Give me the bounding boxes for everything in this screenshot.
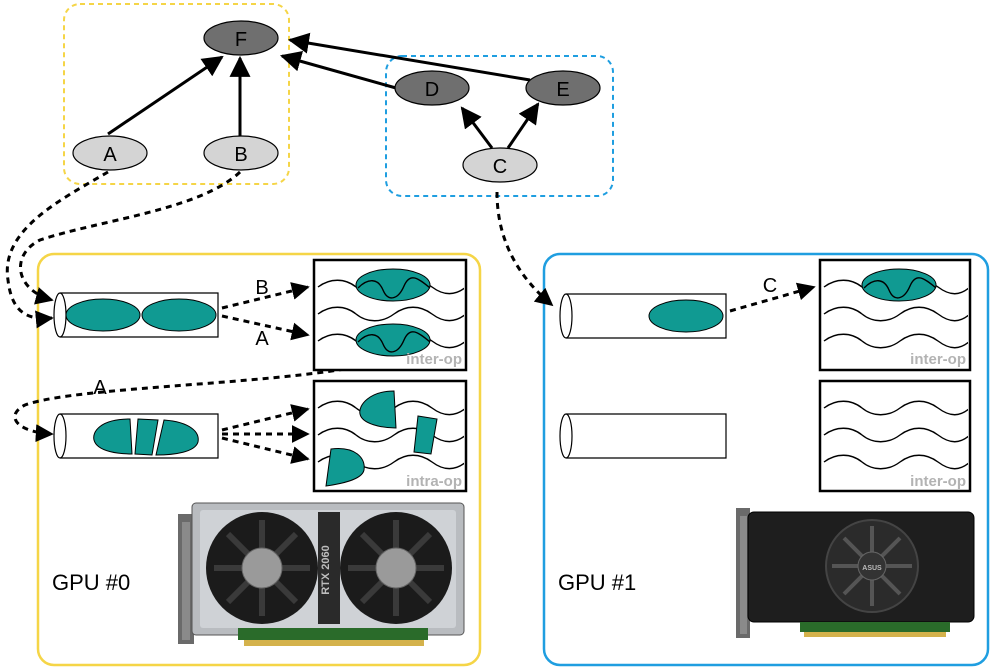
exec-box-gpu1-inter-op-empty: inter-op	[818, 379, 972, 493]
gpu1-queue-inter-op	[559, 293, 727, 339]
gpu1-label: GPU #1	[558, 570, 636, 595]
dispatch-arrow-a	[221, 314, 310, 341]
svg-text:inter-op: inter-op	[406, 351, 462, 368]
svg-text:inter-op: inter-op	[910, 473, 966, 490]
gpu0-container	[36, 252, 482, 667]
dispatch-arrow-b	[221, 282, 310, 310]
dispatch-arrow-intra-1	[221, 404, 310, 432]
node-e: E	[525, 70, 601, 106]
edge-c-to-d	[460, 106, 494, 149]
node-f: F	[203, 20, 279, 56]
node-a: A	[72, 135, 148, 171]
dispatch-arrow-intra-3	[221, 436, 310, 464]
schedule-arrow-c-to-gpu1-queue	[495, 191, 554, 307]
rtx-2060-graphics-card-icon: RTX 2060	[178, 502, 465, 646]
node-c: C	[462, 147, 538, 183]
svg-text:ASUS: ASUS	[862, 565, 882, 572]
schedule-arrow-a-to-gpu0-queue	[5, 170, 109, 329]
dispatch-arrow-c	[729, 282, 816, 313]
svg-text:B: B	[234, 144, 247, 166]
node-b: B	[203, 135, 279, 171]
svg-text:C: C	[493, 156, 507, 178]
svg-text:F: F	[235, 29, 247, 51]
node-d: D	[394, 70, 470, 106]
label-edge-a-left: A	[93, 377, 107, 399]
label-edge-a-right: A	[255, 328, 269, 350]
edge-a-to-f	[107, 55, 224, 136]
edge-d-to-f	[279, 50, 397, 90]
group-box-blue	[385, 55, 614, 197]
svg-text:RTX 2060: RTX 2060	[320, 545, 332, 595]
svg-text:E: E	[556, 79, 569, 101]
exec-box-gpu1-inter-op: inter-op	[818, 258, 972, 372]
exec-box-gpu0-intra-op: intra-op	[312, 379, 468, 493]
label-edge-b: B	[255, 277, 268, 299]
schedule-arrow-b-to-gpu0-queue	[19, 170, 242, 305]
svg-text:intra-op: intra-op	[406, 473, 462, 490]
asus-graphics-card-icon: ASUS	[736, 508, 975, 638]
gpu0-queue-inter-op	[53, 292, 219, 338]
svg-text:A: A	[103, 144, 117, 166]
schedule-arrow-a-to-intra-queue	[13, 358, 389, 443]
gpu1-container	[542, 252, 990, 667]
edge-c-to-e	[506, 102, 540, 149]
group-box-yellow	[63, 3, 290, 185]
gpu0-queue-intra-op	[53, 413, 219, 459]
label-edge-c: C	[763, 275, 777, 297]
exec-box-gpu0-inter-op: inter-op	[312, 258, 468, 372]
gpu0-label: GPU #0	[52, 570, 130, 595]
svg-text:inter-op: inter-op	[910, 351, 966, 368]
edge-e-to-f	[287, 32, 531, 82]
gpu1-queue-empty	[559, 413, 727, 459]
svg-text:D: D	[425, 79, 439, 101]
